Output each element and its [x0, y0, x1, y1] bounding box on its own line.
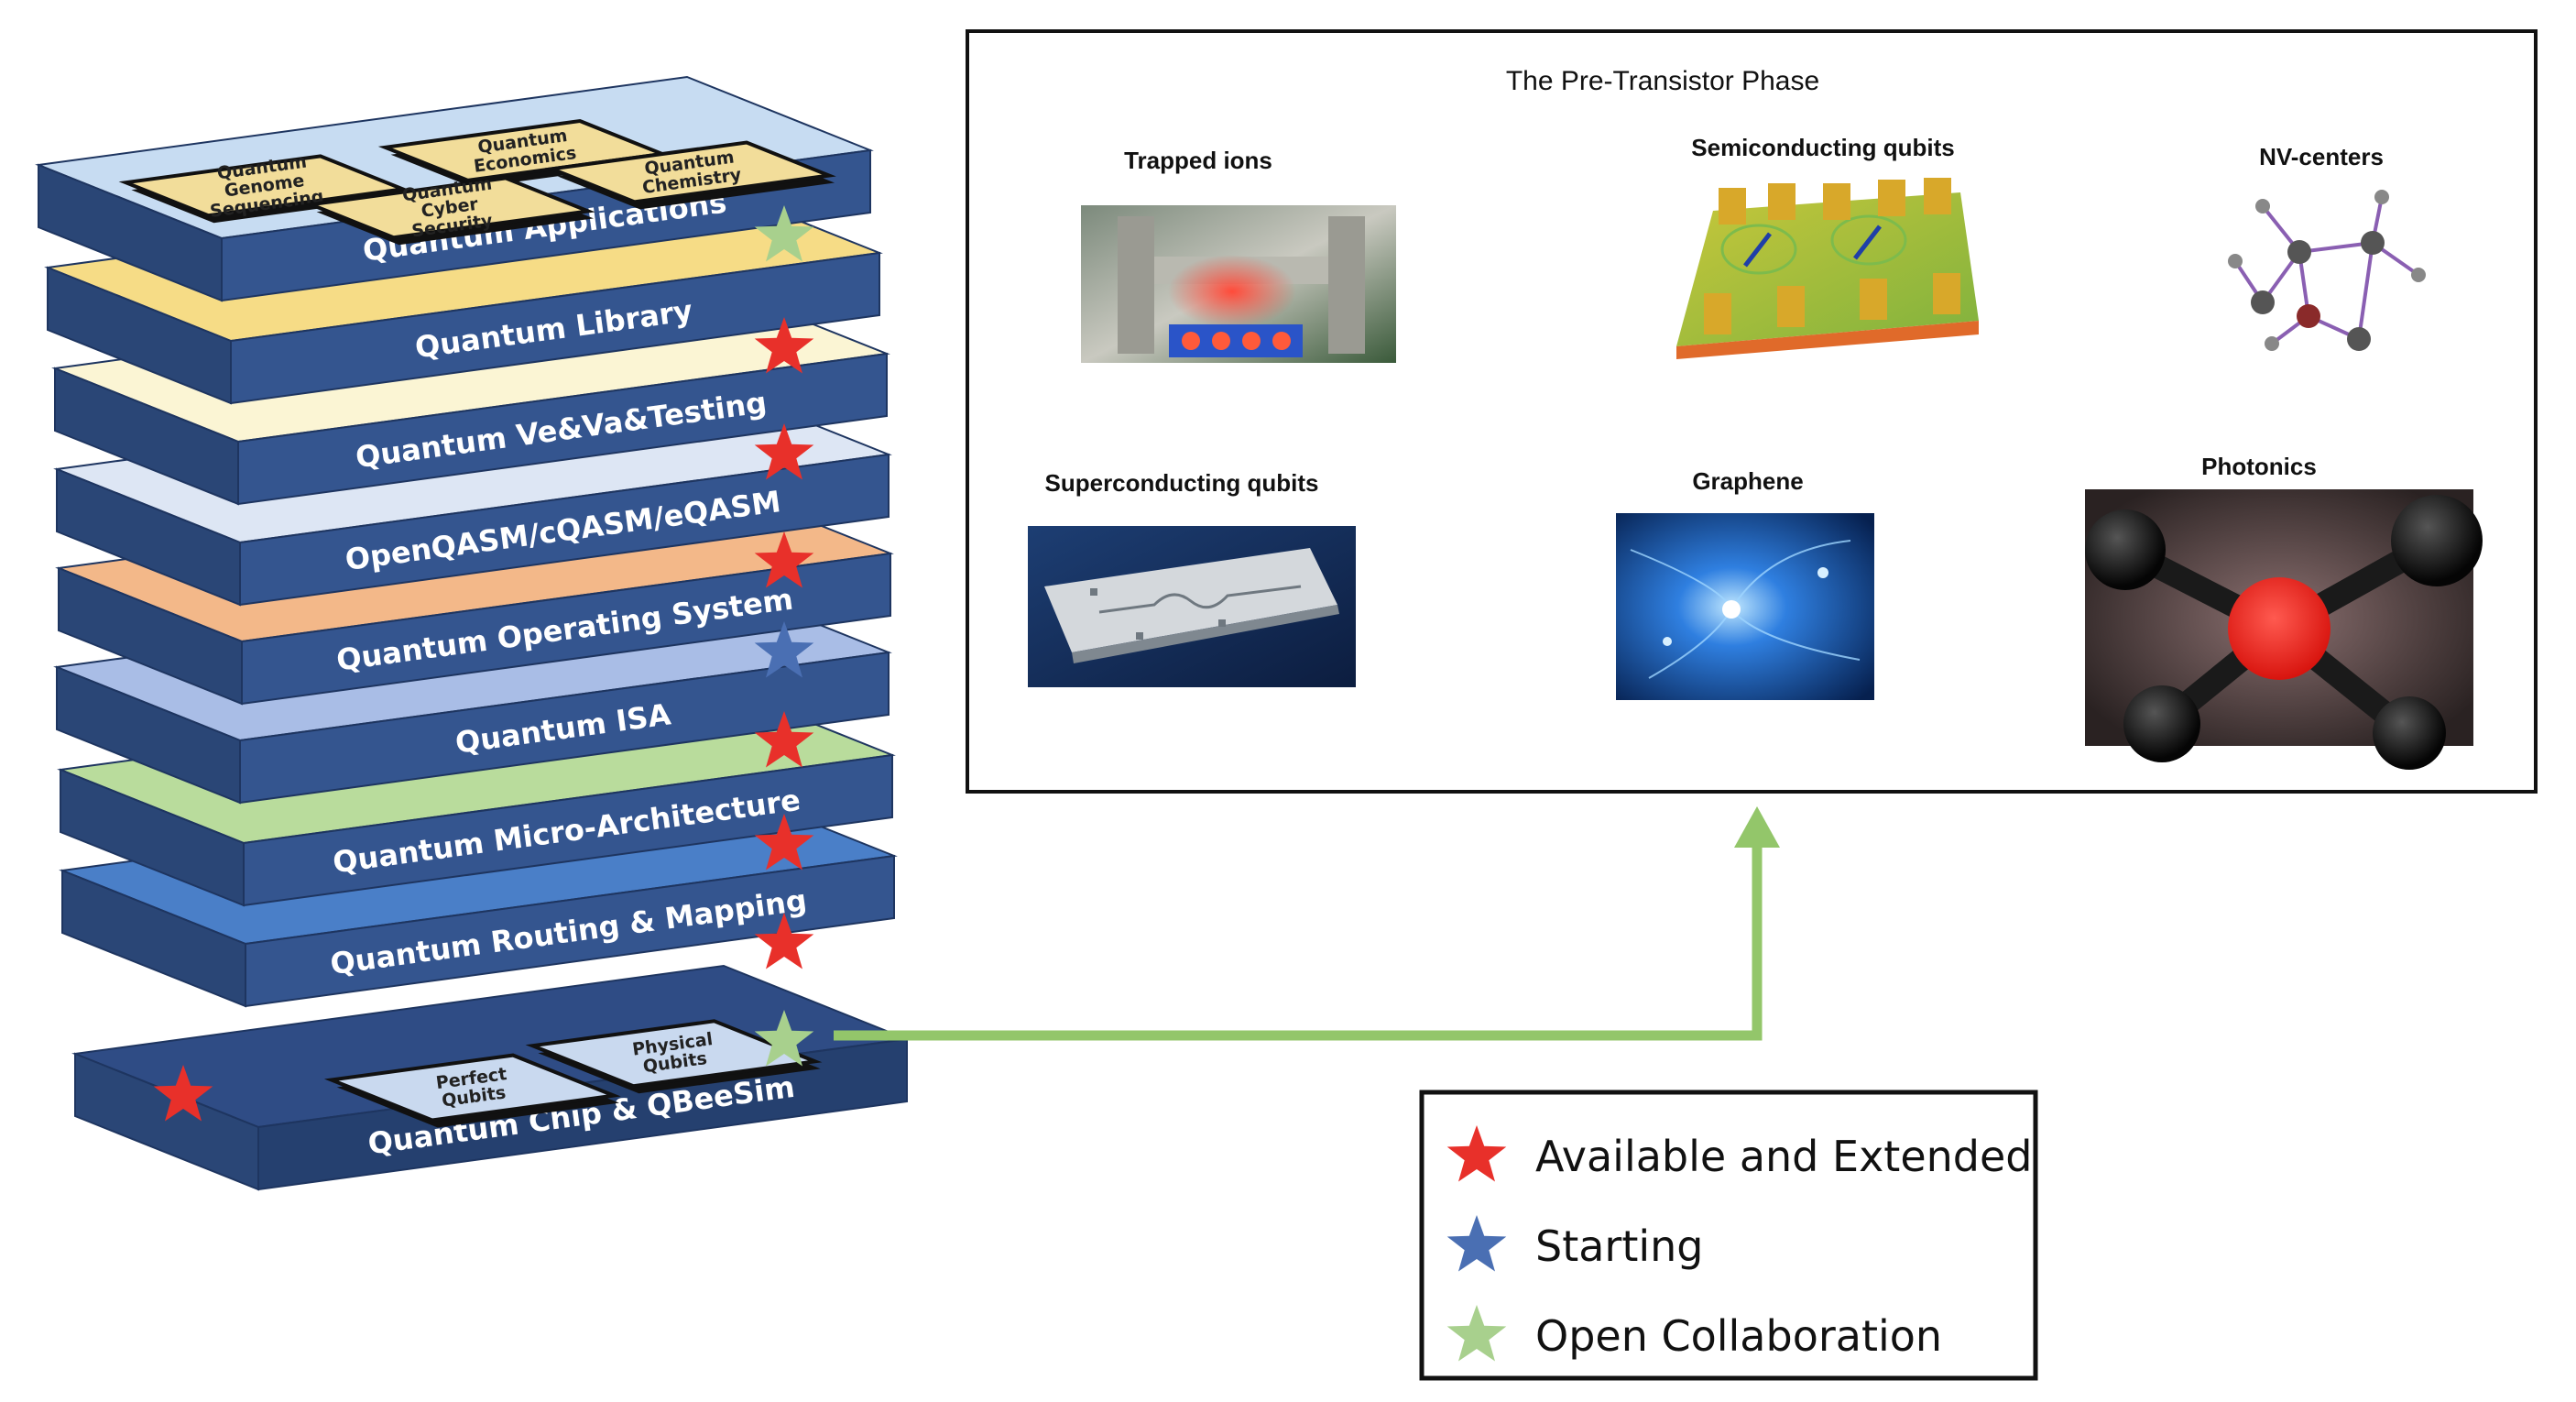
- layer-status-stars: [754, 205, 814, 1067]
- tech-superconducting-qubits: Superconducting qubits: [1028, 469, 1356, 687]
- technology-panel: The Pre-Transistor Phase Trapped ions Se…: [966, 29, 2538, 794]
- star-icon-red: [754, 814, 814, 871]
- star-icon-green: [754, 205, 814, 262]
- connector-arrow: [834, 806, 1780, 1041]
- layer-front-face: [230, 251, 880, 405]
- star-icon-blue: [754, 621, 814, 678]
- tech-photonics: Photonics: [2085, 453, 2483, 770]
- legend-star-icon: [1446, 1305, 1507, 1362]
- legend-frame: [1419, 1090, 2038, 1381]
- star-icon-red: [754, 711, 814, 768]
- legend-star-icon: [1446, 1215, 1507, 1272]
- semiconducting-qubits-image: [1676, 178, 1979, 359]
- layer-front-face: [239, 453, 890, 607]
- panel-title: The Pre-Transistor Phase: [1506, 66, 1819, 96]
- tech-label: NV-centers: [2259, 143, 2384, 170]
- software-stack: Quantum Chip & QBeeSimPerfectQubitsPhysi…: [35, 75, 911, 1191]
- legend-item: Open Collaboration: [1446, 1305, 1942, 1362]
- layer-front-face: [243, 753, 893, 907]
- tech-semiconducting-qubits: Semiconducting qubits: [1676, 134, 1979, 359]
- layer-front-face: [239, 651, 890, 805]
- tech-trapped-ions: Trapped ions: [1081, 147, 1396, 363]
- legend-star-icon: [1446, 1125, 1507, 1182]
- tech-label: Superconducting qubits: [1045, 469, 1319, 497]
- photonics-image: [2085, 489, 2483, 770]
- legend-item: Available and Extended: [1446, 1125, 2032, 1182]
- star-icon-red: [754, 531, 814, 588]
- perfect-qubits-star-icon: [153, 1065, 213, 1122]
- layer-front-face: [241, 552, 891, 706]
- star-icon-red: [754, 317, 814, 374]
- trapped-ions-image: [1081, 205, 1396, 363]
- star-icon-green: [754, 1010, 814, 1067]
- stack-layer: Quantum Chip & QBeeSimPerfectQubitsPhysi…: [71, 964, 911, 1191]
- tech-label: Semiconducting qubits: [1691, 134, 1954, 161]
- tech-label: Graphene: [1692, 467, 1803, 495]
- tech-graphene: Graphene: [1616, 467, 1874, 700]
- graphene-image: [1616, 513, 1874, 700]
- legend-label: Starting: [1535, 1221, 1704, 1271]
- legend-label: Open Collaboration: [1535, 1311, 1942, 1361]
- nv-centers-image: [2228, 190, 2426, 351]
- star-icon-red: [754, 423, 814, 480]
- superconducting-qubits-image: [1028, 526, 1356, 687]
- tech-label: Photonics: [2201, 453, 2317, 480]
- stack-layer: Quantum ApplicationsQuantumGenomeSequenc…: [35, 75, 874, 302]
- layer-front-face: [245, 854, 895, 1008]
- layer-front-face: [237, 352, 888, 506]
- legend-label: Available and Extended: [1535, 1132, 2032, 1181]
- legend-item: Starting: [1446, 1215, 1704, 1272]
- star-icon-red: [754, 913, 814, 969]
- tech-label: Trapped ions: [1124, 147, 1272, 174]
- tech-nv-centers: NV-centers: [2228, 143, 2426, 351]
